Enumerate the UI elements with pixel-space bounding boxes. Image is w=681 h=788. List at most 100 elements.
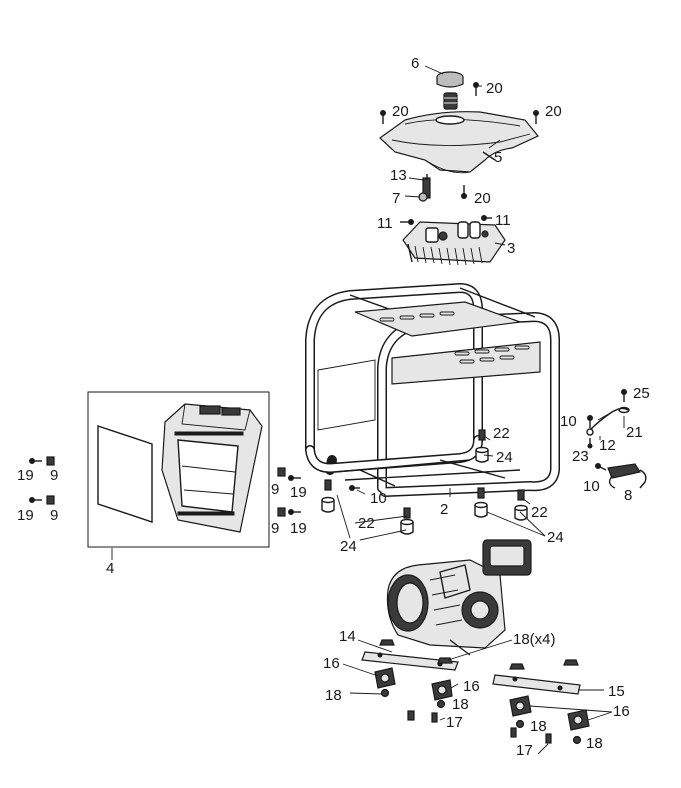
label-5: 5: [494, 149, 502, 166]
nut-9-c: [277, 467, 286, 477]
label-18-a: 18: [325, 687, 342, 704]
mount-16-c: [509, 695, 532, 717]
label-16-c: 16: [613, 703, 630, 720]
screw-20-left: [380, 110, 386, 124]
label-16-b: 16: [463, 678, 480, 695]
bolt-22-c: [477, 487, 485, 499]
label-17-a: 17: [446, 714, 463, 731]
bolt-17-a: [407, 710, 415, 721]
label-19-c: 19: [290, 484, 307, 501]
bolt-17-b: [431, 712, 438, 723]
label-19-d: 19: [290, 520, 307, 537]
mount-16-d: [567, 709, 590, 731]
label-18-b: 18: [452, 696, 469, 713]
label-25: 25: [633, 385, 650, 402]
bolt-22-b: [403, 507, 411, 519]
label-23: 23: [572, 448, 589, 465]
frame: [305, 283, 560, 497]
screw-11-right: [481, 215, 492, 221]
label-10-frame: 10: [370, 490, 387, 507]
nut-18x4-d: [563, 659, 579, 666]
screw-19-c: [288, 475, 301, 481]
label-10-module: 10: [583, 478, 600, 495]
screw-10-ground: [587, 415, 593, 428]
nut-9-d: [277, 507, 286, 517]
label-22-a: 22: [493, 425, 510, 442]
screw-20-right: [533, 110, 539, 124]
fuel-tank: [379, 111, 539, 174]
bolt-17-d: [545, 733, 552, 744]
nut-9-b: [46, 495, 55, 505]
label-9-b: 9: [50, 507, 58, 524]
bracket-15: [492, 674, 581, 695]
label-4: 4: [106, 560, 114, 577]
label-11-right: 11: [495, 212, 511, 229]
label-17-b: 17: [516, 742, 533, 759]
mount-16-b: [431, 679, 453, 701]
label-9-c: 9: [271, 481, 279, 498]
label-15: 15: [608, 683, 625, 700]
label-20-top: 20: [486, 80, 503, 97]
screw-19-d: [288, 509, 301, 515]
label-7: 7: [392, 190, 400, 207]
fuel-filter: [443, 92, 458, 110]
label-18x4: 18(x4): [513, 631, 556, 648]
callout-labels: 6 20 20 20 5 13 7 20 11 11 3 25 10 21 12…: [17, 55, 650, 759]
label-24-c: 24: [340, 538, 357, 555]
bolt-22-e: [478, 429, 486, 441]
label-20-right: 20: [545, 103, 562, 120]
screw-25: [621, 389, 627, 402]
label-20-left: 20: [392, 103, 409, 120]
label-22-b: 22: [531, 504, 548, 521]
label-9-d: 9: [271, 520, 279, 537]
bolt-17-c: [510, 727, 517, 738]
control-housing: [161, 403, 263, 533]
panel-assembly-box: [87, 391, 270, 548]
bolt-22-d: [517, 489, 525, 501]
nut-18-b: [436, 699, 446, 709]
screw-11-left: [400, 219, 414, 225]
label-24-b: 24: [547, 529, 564, 546]
nut-9-a: [46, 456, 55, 466]
rubber-foot-24-b: [400, 518, 414, 535]
leader-lines: [111, 65, 625, 755]
rubber-foot-24-c: [474, 501, 488, 518]
label-6: 6: [411, 55, 419, 72]
nut-18-a: [380, 688, 390, 698]
label-16-a: 16: [323, 655, 340, 672]
bolt-22-a: [324, 479, 332, 491]
nut-18-d: [572, 735, 582, 745]
screw-20-top: [473, 82, 479, 96]
label-8: 8: [624, 487, 632, 504]
mount-16-a: [374, 667, 396, 689]
label-2: 2: [440, 501, 448, 518]
engine-alternator: [386, 539, 532, 656]
label-24-a: 24: [496, 449, 513, 466]
label-21: 21: [626, 424, 643, 441]
screw-20-bottom: [461, 185, 467, 199]
ignition-module-8: [607, 463, 647, 489]
label-18-c: 18: [530, 718, 547, 735]
screw-10-frame: [349, 485, 360, 491]
label-18-d: 18: [586, 735, 603, 752]
nut-18x4-c: [509, 663, 525, 670]
label-19-a: 19: [17, 467, 34, 484]
rubber-foot-24-e: [475, 446, 489, 463]
label-19-b: 19: [17, 507, 34, 524]
label-22-c: 22: [358, 515, 375, 532]
control-panel: [402, 221, 506, 266]
nut-18x4-a: [379, 639, 395, 646]
fuel-cap: [436, 71, 464, 88]
fuel-valve: [418, 174, 431, 202]
label-20-bottom: 20: [474, 190, 491, 207]
label-3: 3: [507, 240, 515, 257]
bracket-14: [361, 651, 459, 671]
rubber-foot-24-a: [321, 496, 335, 513]
label-11-left: 11: [377, 215, 393, 232]
label-10-ground: 10: [560, 413, 577, 430]
screw-10-module: [595, 463, 607, 471]
label-12: 12: [599, 437, 616, 454]
screw-19-a: [29, 458, 42, 464]
nut-18-c: [515, 719, 525, 729]
